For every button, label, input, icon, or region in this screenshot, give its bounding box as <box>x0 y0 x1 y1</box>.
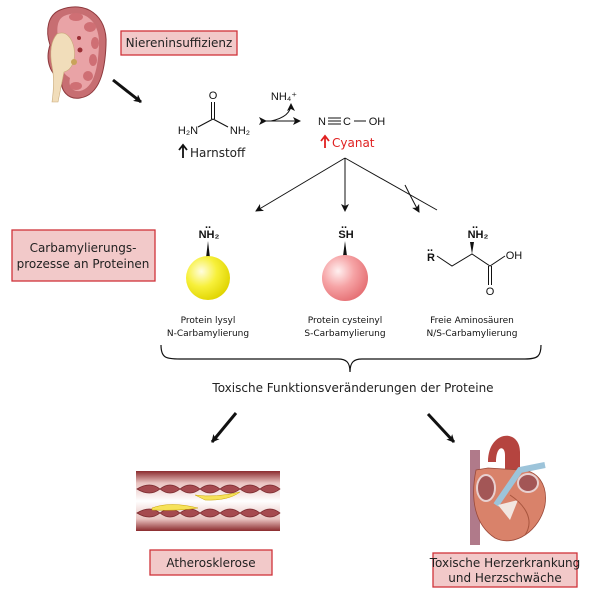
urea-structure: O H₂N NH₂ Harnstoff <box>178 90 250 160</box>
svg-text:..: .. <box>472 219 478 231</box>
kidney-failure-text: Niereninsuffizienz <box>126 36 233 50</box>
heart-label-1: Toxische Herzerkrankung <box>429 556 581 570</box>
svg-text:..: .. <box>427 242 433 254</box>
lysyl-amine: NH₂ <box>199 229 220 241</box>
cyanate-c: C <box>343 116 351 128</box>
lysyl-label-1: Protein lysyl <box>181 316 236 326</box>
urea-oxygen: O <box>209 90 218 102</box>
arrow-icon <box>426 412 456 444</box>
urea-left-amine: H₂N <box>178 125 198 137</box>
cyanic-acid-structure: N C OH Cyanat <box>318 116 385 150</box>
heart-illustration <box>470 435 546 545</box>
protein-cysteinyl: SH .. Protein cysteinyl S-Carbamylierung <box>304 219 385 339</box>
kidney-failure-label: Niereninsuffizienz <box>120 30 238 56</box>
cysteinyl-label-2: S-Carbamylierung <box>304 329 385 339</box>
branch-arrows <box>255 157 438 213</box>
up-arrow-icon <box>320 134 330 148</box>
amino-acid-oh: OH <box>506 250 523 262</box>
curly-brace <box>160 344 542 373</box>
curved-arrow-icon <box>270 103 295 122</box>
cyanate-n: N <box>318 116 326 128</box>
atherosclerosis-vessel-illustration <box>136 471 281 531</box>
urea-right-amine: NH₂ <box>230 125 250 137</box>
up-arrow-icon <box>178 143 188 158</box>
urea-name: Harnstoff <box>190 146 246 160</box>
cysteinyl-label-1: Protein cysteinyl <box>308 316 382 326</box>
amino-acid-amine: NH₂ <box>468 229 489 241</box>
arrow-icon <box>210 412 238 443</box>
lysyl-label-2: N-Carbamylierung <box>167 329 249 339</box>
cyanate-oh: OH <box>369 116 386 128</box>
free-amino-acid: R .. NH₂ .. OH O Freie Aminosäuren N/S-C… <box>427 219 523 339</box>
kidney-illustration <box>47 6 107 103</box>
ammonium: NH₄⁺ <box>271 91 297 103</box>
amino-acid-label-1: Freie Aminosäuren <box>430 316 514 326</box>
toxic-changes-text: Toxische Funktionsveränderungen der Prot… <box>211 381 493 395</box>
cysteinyl-thiol: SH <box>338 229 353 241</box>
amino-acid-label-2: N/S-Carbamylierung <box>427 329 518 339</box>
svg-text:..: .. <box>205 219 211 231</box>
carbamylation-label: Carbamylierungs- prozesse an Proteinen <box>11 229 156 282</box>
atherosclerosis-label: Atherosklerose <box>149 549 273 576</box>
arrow-icon <box>112 78 142 104</box>
heart-disease-label: Toxische Herzerkrankung und Herzschwäche <box>429 552 581 588</box>
carbamylation-text-2: prozesse an Proteinen <box>17 257 150 271</box>
amino-acid-o: O <box>486 286 495 298</box>
amino-acid-r: R <box>427 252 435 264</box>
atherosclerosis-text: Atherosklerose <box>166 556 255 570</box>
heart-label-2: und Herzschwäche <box>448 571 562 585</box>
protein-lysyl: NH₂ .. Protein lysyl N-Carbamylierung <box>167 219 249 339</box>
svg-text:..: .. <box>341 219 347 231</box>
cyanate-name: Cyanat <box>332 136 375 150</box>
carbamylation-text-1: Carbamylierungs- <box>30 241 137 255</box>
